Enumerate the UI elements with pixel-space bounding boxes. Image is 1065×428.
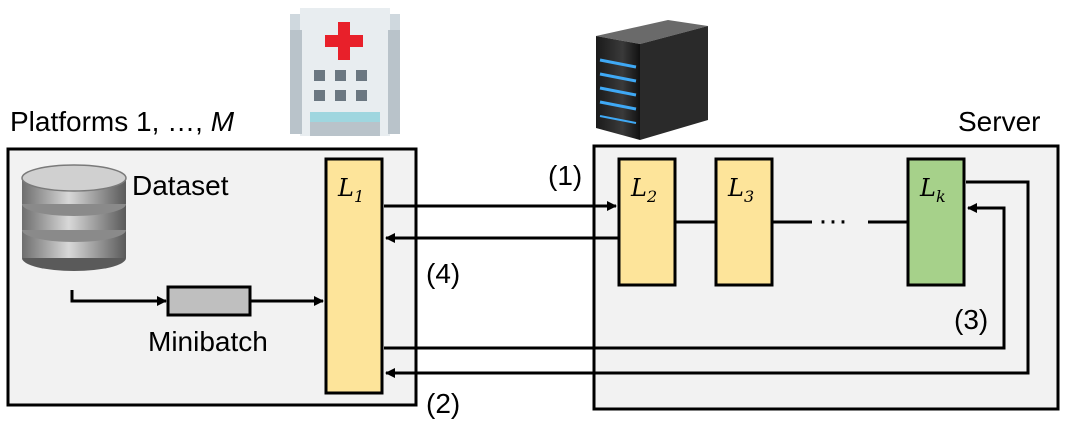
dataset-label: Dataset	[132, 170, 229, 201]
minibatch-box	[166, 285, 252, 317]
layer-l1-box	[324, 157, 384, 395]
step2-label: (2)	[426, 388, 461, 419]
step1-label: (1)	[548, 160, 583, 191]
layer-l2-box	[617, 157, 677, 287]
step3-arrow	[385, 180, 1030, 378]
layer-l1-label: L1	[338, 174, 365, 206]
database-icon	[21, 164, 127, 271]
minibatch-label: Minibatch	[148, 326, 268, 357]
server-ellipsis: ···	[818, 204, 848, 237]
layer-lk-box	[906, 157, 966, 287]
step4-label: (4)	[426, 258, 461, 289]
platforms-title-var: M	[210, 106, 235, 137]
step3-label: (3)	[954, 304, 989, 335]
layer-l3-box	[714, 157, 774, 287]
platforms-title-prefix: Platforms 1, …,	[10, 106, 211, 137]
layer-lk-label: Lk	[920, 174, 946, 206]
server-title: Server	[958, 106, 1041, 137]
step2-arrow	[384, 203, 1006, 350]
layer-l2-label: L2	[631, 174, 658, 206]
server-rack-icon	[596, 20, 708, 140]
platforms-title: Platforms 1, …, M	[10, 108, 234, 136]
hospital-icon	[290, 8, 400, 136]
layer-l3-label: L3	[728, 174, 755, 206]
dataset-to-minibatch-arrow	[70, 290, 167, 306]
